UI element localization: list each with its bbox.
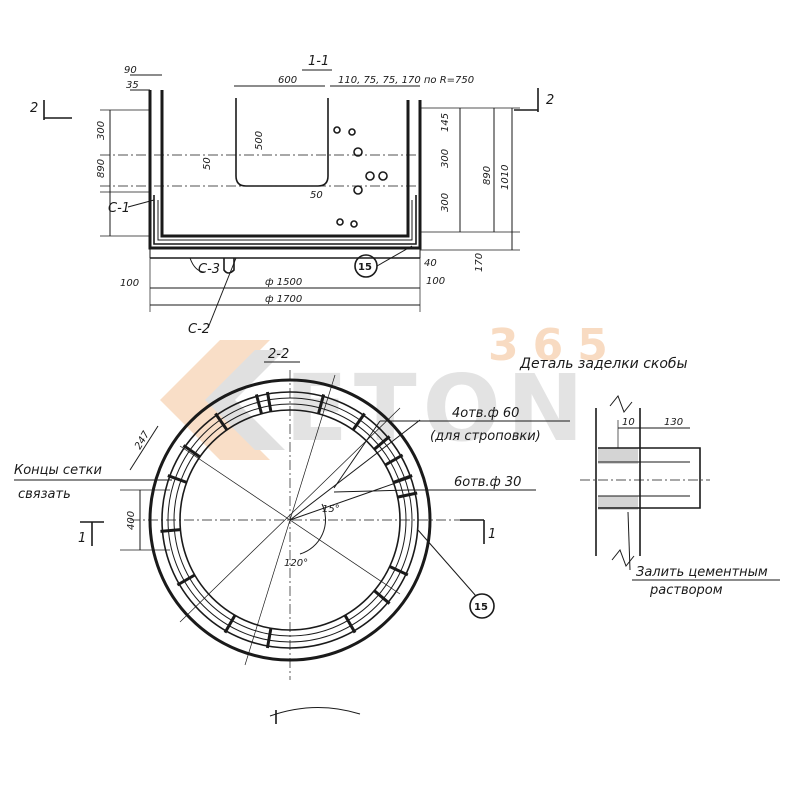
- ring-stirrup-9: [343, 614, 357, 634]
- section-1-dim-inner-50b: 50: [310, 190, 323, 201]
- ring-stirrup-12: [176, 573, 196, 587]
- section-2-dim-120deg: 120°: [284, 558, 308, 569]
- ring-stirrup-10: [265, 628, 273, 649]
- ring-stirrup-17: [254, 394, 263, 415]
- section-2-2: 2-2 15° 120° 247 400: [14, 347, 570, 724]
- section-1-dim-inner-500: 500: [254, 131, 265, 150]
- section-2-callout-number: 15: [474, 602, 488, 613]
- ring-stirrup-4: [384, 453, 404, 467]
- section-1-dim-left-890: 890: [96, 159, 107, 178]
- section-2-dim-247: 247: [133, 429, 152, 452]
- section-1-callout: 15: [354, 245, 413, 278]
- ring-stirrup-6: [397, 491, 418, 499]
- section-2-note-mesh-line1: Концы сетки: [14, 463, 102, 478]
- section-1-dim-right-300a: 300: [440, 149, 451, 168]
- ring-stirrup-15: [182, 444, 201, 459]
- section-1-dim-bottom-40: 40: [424, 258, 437, 269]
- section-1-dim-inner-50a: 50: [202, 157, 213, 170]
- ring-stirrup-8: [373, 589, 391, 605]
- section-2-note-mesh-line2: связать: [18, 487, 71, 502]
- section-2-note-holes30: 6отв.ф 30: [454, 475, 521, 490]
- section-1-callout-number: 15: [358, 262, 372, 273]
- section-2-cut-mark-right: 1: [488, 527, 496, 542]
- section-1-cut-mark-left: 2: [30, 101, 38, 116]
- section-1-dim-right-1010: 1010: [500, 165, 511, 190]
- ring-stirrup-1: [317, 394, 326, 415]
- detail-title: Деталь заделки скобы: [519, 356, 688, 372]
- ring-stirrup-7: [389, 565, 409, 577]
- section-1-dim-top-row: 110, 75, 75, 170 по R=750: [338, 75, 474, 86]
- section-2-ticks: [160, 391, 418, 649]
- section-1-dim-bottom-100b: 100: [426, 276, 445, 287]
- section-1-dim-top-35: 35: [126, 80, 139, 91]
- section-1-label-c1: С-1: [108, 201, 130, 216]
- detail-bracket: Деталь заделки скобы 10 130 Залить цемен…: [519, 356, 780, 598]
- ring-stirrup-3: [373, 435, 391, 451]
- section-1-dim-top-90: 90: [124, 65, 137, 76]
- section-1-dim-bottom-170: 170: [474, 253, 485, 272]
- section-1-cut-mark-right: 2: [546, 93, 554, 108]
- section-1-holes: [333, 126, 388, 228]
- section-1-title: 1-1: [308, 54, 329, 69]
- watermark-number: 365: [488, 320, 622, 371]
- detail-note-line2: раствором: [649, 583, 723, 598]
- detail-note-line1: Залить цементным: [636, 565, 768, 580]
- watermark-brand: ETON: [285, 355, 590, 462]
- section-2-callout: 15: [417, 529, 495, 619]
- watermark: 365 ETON: [160, 320, 622, 462]
- section-2-note-holes60: 4отв.ф 60: [452, 406, 519, 421]
- section-1-1: 1-1 2 2: [30, 54, 554, 337]
- ring-stirrup-5: [392, 474, 413, 484]
- section-1-label-c3: С-3: [198, 262, 220, 277]
- section-1-dim-right-145: 145: [440, 113, 451, 132]
- section-1-dim-right-890: 890: [482, 166, 493, 185]
- ring-stirrup-2: [351, 412, 366, 431]
- ring-stirrup-16: [214, 412, 229, 431]
- section-2-dim-15deg: 15°: [322, 504, 340, 515]
- section-1-dim-bottom-d1700: ф 1700: [265, 294, 302, 305]
- ring-stirrup-0: [265, 391, 273, 412]
- section-1-dim-top-600: 600: [278, 75, 297, 86]
- detail-dim-130: 130: [664, 417, 683, 428]
- section-1-dim-right-300b: 300: [440, 193, 451, 212]
- section-1-wall-outline: [148, 90, 422, 274]
- ring-stirrup-14: [167, 474, 188, 484]
- ring-stirrup-11: [223, 614, 237, 634]
- section-1-dim-left-300: 300: [96, 121, 107, 140]
- section-1-dim-bottom-100: 100: [120, 278, 139, 289]
- ring-stirrup-13: [160, 528, 181, 533]
- section-1-label-c2: С-2: [188, 322, 210, 337]
- section-2-dim-400: 400: [126, 511, 137, 530]
- section-2-cut-mark-left: 1: [78, 531, 86, 546]
- watermark-logo-icon: [160, 340, 285, 460]
- detail-dim-10: 10: [622, 417, 635, 428]
- section-1-dim-bottom-d1500: ф 1500: [265, 277, 302, 288]
- section-2-title: 2-2: [268, 347, 289, 362]
- section-2-note-holes60-purpose: (для строповки): [430, 429, 541, 444]
